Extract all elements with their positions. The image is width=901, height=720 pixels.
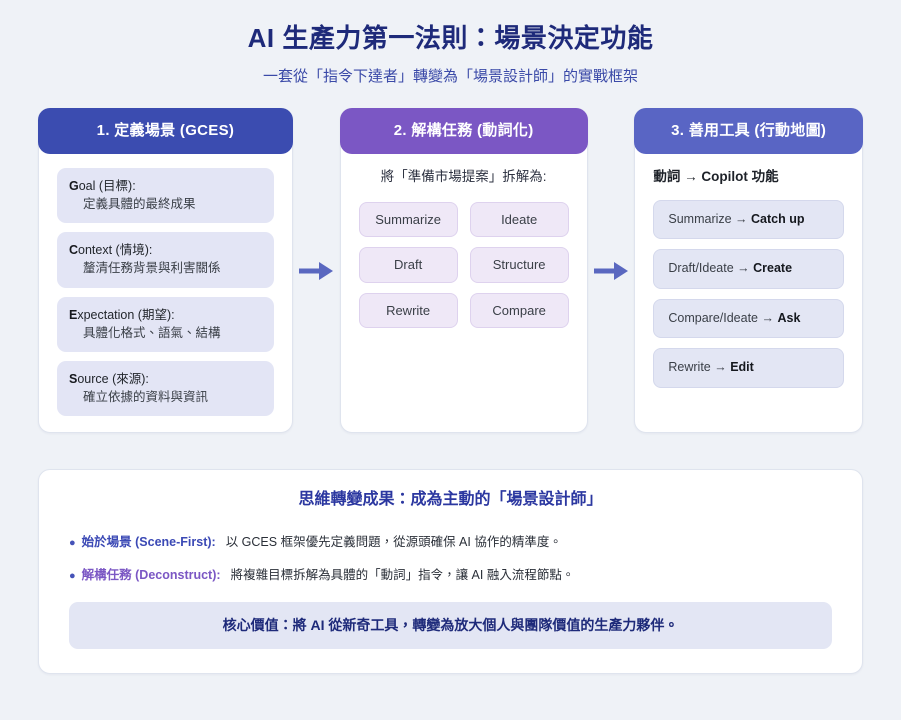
gces-goal-initial: G xyxy=(69,179,79,193)
map-item-ask-to: Ask xyxy=(777,310,801,325)
verb-chip-structure[interactable]: Structure xyxy=(469,247,569,283)
bullet-dot-icon: ● xyxy=(69,536,76,549)
flow-arrow-2-wrap xyxy=(588,108,635,433)
bullet-text-deconstruct: 將複雜目標拆解為具體的「動詞」指令，讓 AI 融入流程節點。 xyxy=(230,567,575,582)
verb-chip-rewrite[interactable]: Rewrite xyxy=(358,292,458,329)
card-3-header: 3. 善用工具 (行動地圖) xyxy=(634,108,863,154)
gces-context-title: Context (情境): xyxy=(69,241,262,259)
summary-title: 思維轉變成果：成為主動的「場景設計師」 xyxy=(298,491,603,508)
map-item-edit-from: Rewrite → xyxy=(668,360,731,375)
gces-source-rest: ource (來源): xyxy=(77,371,149,386)
gces-goal-title: Goal (目標): xyxy=(69,177,262,195)
card-3-body: 動詞 → Copilot 功能 Summarize → Catch up Dra… xyxy=(635,154,862,432)
gces-context-rest: ontext (情境): xyxy=(78,243,153,258)
gces-item-expectation[interactable]: Expectation (期望): 具體化格式、語氣、結構 xyxy=(57,296,274,352)
flow-column-3: 3. 善用工具 (行動地圖) 動詞 → Copilot 功能 Summarize… xyxy=(634,108,863,433)
gces-item-context[interactable]: Context (情境): 釐清任務背景與利害關係 xyxy=(57,232,274,288)
page-title: AI 生產力第一法則：場景決定功能 xyxy=(247,23,654,53)
card-deconstruct-task[interactable]: 2. 解構任務 (動詞化) 將「準備市場提案」拆解為: Summarize Id… xyxy=(339,108,588,433)
summary-bullet-scene-first: ● 始於場景 (Scene-First): 以 GCES 框架優先定義問題，從源… xyxy=(69,533,832,552)
card-2-body: 將「準備市場提案」拆解為: Summarize Ideate Draft Str… xyxy=(341,154,587,432)
verb-chip-draft[interactable]: Draft xyxy=(358,247,458,283)
map-item-edit-to: Edit xyxy=(730,360,754,375)
page-header: AI 生產力第一法則：場景決定功能 一套從「指令下達者」轉變為「場景設計師」的實… xyxy=(38,22,863,86)
card-1-body: Goal (目標): 定義具體的最終成果 Context (情境): 釐清任務背… xyxy=(39,154,292,432)
map-item-create[interactable]: Draft/Ideate → Create xyxy=(653,249,844,289)
bullet-label-scene-first: 始於場景 (Scene-First): xyxy=(81,534,216,549)
gces-goal-desc: 定義具體的最終成果 xyxy=(83,197,196,212)
gces-source-initial: S xyxy=(69,371,78,386)
summary-bullet-deconstruct: ● 解構任務 (Deconstruct): 將複雜目標拆解為具體的「動詞」指令，… xyxy=(69,566,832,585)
flow-column-1: 1. 定義場景 (GCES) Goal (目標): 定義具體的最終成果 Cont… xyxy=(38,108,293,433)
page-subtitle: 一套從「指令下達者」轉變為「場景設計師」的實戰框架 xyxy=(262,67,638,85)
map-item-edit[interactable]: Rewrite → Edit xyxy=(653,348,844,389)
bullet-label-deconstruct: 解構任務 (Deconstruct): xyxy=(81,567,221,582)
arrow-right-icon xyxy=(594,261,629,280)
map-item-catch-up-to: Catch up xyxy=(751,211,805,226)
card-1-header: 1. 定義場景 (GCES) xyxy=(38,108,293,154)
flow-arrow-1-wrap xyxy=(293,108,340,433)
gces-expectation-initial: E xyxy=(69,307,78,322)
tool-map-lead-text: 動詞 → Copilot 功能 xyxy=(653,169,779,184)
card-2-header: 2. 解構任務 (動詞化) xyxy=(339,108,588,154)
flow-container: 1. 定義場景 (GCES) Goal (目標): 定義具體的最終成果 Cont… xyxy=(38,108,863,433)
card-use-tools[interactable]: 3. 善用工具 (行動地圖) 動詞 → Copilot 功能 Summarize… xyxy=(634,108,863,433)
verb-chip-ideate[interactable]: Ideate xyxy=(469,201,569,238)
verb-chip-compare[interactable]: Compare xyxy=(469,292,569,329)
deconstruct-lead-text: 將「準備市場提案」拆解為: xyxy=(380,169,547,184)
map-item-create-to: Create xyxy=(753,261,793,276)
gces-goal-rest: oal (目標): xyxy=(78,179,136,193)
map-item-catch-up[interactable]: Summarize → Catch up xyxy=(653,199,844,240)
gces-item-goal[interactable]: Goal (目標): 定義具體的最終成果 xyxy=(57,168,274,224)
verb-chip-summarize[interactable]: Summarize xyxy=(358,201,458,238)
gces-context-desc: 釐清任務背景與利害關係 xyxy=(83,261,221,276)
flow-column-2: 2. 解構任務 (動詞化) 將「準備市場提案」拆解為: Summarize Id… xyxy=(339,108,588,433)
gces-context-initial: C xyxy=(69,243,79,258)
core-value-box: 核心價值：將 AI 從新奇工具，轉變為放大個人與團隊價值的生產力夥伴。 xyxy=(69,602,832,650)
map-item-ask[interactable]: Compare/Ideate → Ask xyxy=(653,298,844,339)
summary-panel: 思維轉變成果：成為主動的「場景設計師」 ● 始於場景 (Scene-First)… xyxy=(38,469,863,675)
map-item-ask-from: Compare/Ideate → xyxy=(668,310,778,325)
map-item-create-from: Draft/Ideate → xyxy=(668,261,754,276)
verb-chip-grid: Summarize Ideate Draft Structure Rewrite… xyxy=(358,201,569,329)
gces-expectation-desc: 具體化格式、語氣、結構 xyxy=(83,325,221,340)
gces-source-desc: 確立依據的資料與資訊 xyxy=(83,389,209,404)
gces-expectation-rest: xpectation (期望): xyxy=(77,307,175,322)
gces-source-title: Source (來源): xyxy=(69,370,262,388)
arrow-right-icon xyxy=(299,261,334,280)
card-define-scene[interactable]: 1. 定義場景 (GCES) Goal (目標): 定義具體的最終成果 Cont… xyxy=(38,108,293,433)
map-item-catch-up-from: Summarize → xyxy=(668,211,752,226)
bullet-dot-icon: ● xyxy=(69,569,76,582)
gces-item-source[interactable]: Source (來源): 確立依據的資料與資訊 xyxy=(57,360,274,416)
bullet-text-scene-first: 以 GCES 框架優先定義問題，從源頭確保 AI 協作的精準度。 xyxy=(225,534,562,549)
gces-expectation-title: Expectation (期望): xyxy=(69,306,262,324)
